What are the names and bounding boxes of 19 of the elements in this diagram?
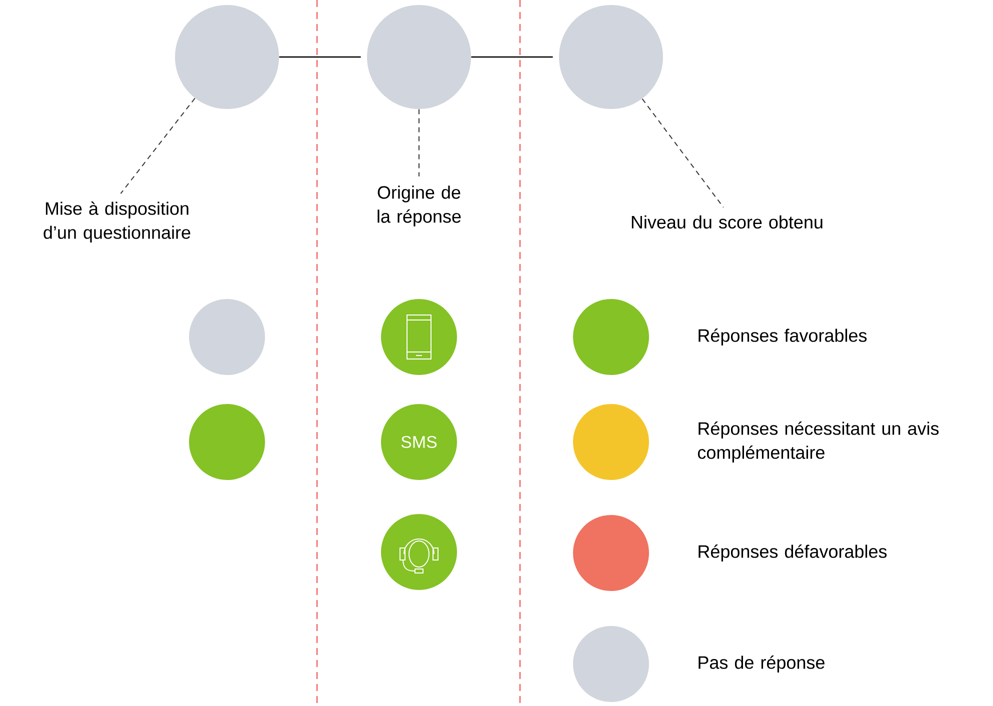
heading-text: Mise à disposition d’un questionnaire <box>44 202 190 242</box>
circle-marker <box>175 5 279 109</box>
legend-text: Réponses nécessitant un avis complémentaire <box>698 422 939 462</box>
icon-circle <box>381 299 457 375</box>
legend-text: Pas de réponse <box>698 656 824 672</box>
heading-text: Niveau du score obtenu <box>632 215 822 229</box>
legend-text: Réponses défavorables <box>698 544 887 562</box>
circle-marker <box>367 5 471 109</box>
legend-text: Réponses favorables <box>698 328 867 346</box>
connector-line <box>279 56 361 58</box>
circle-marker <box>189 404 265 480</box>
leader-line <box>418 108 420 177</box>
leader-line <box>120 98 196 194</box>
leader-line <box>642 98 724 208</box>
connector-line <box>471 56 553 58</box>
heading-text: Origine de la réponse <box>378 186 461 226</box>
circle-marker <box>189 299 265 375</box>
icon-circle <box>381 514 457 590</box>
circle-marker <box>559 5 663 109</box>
